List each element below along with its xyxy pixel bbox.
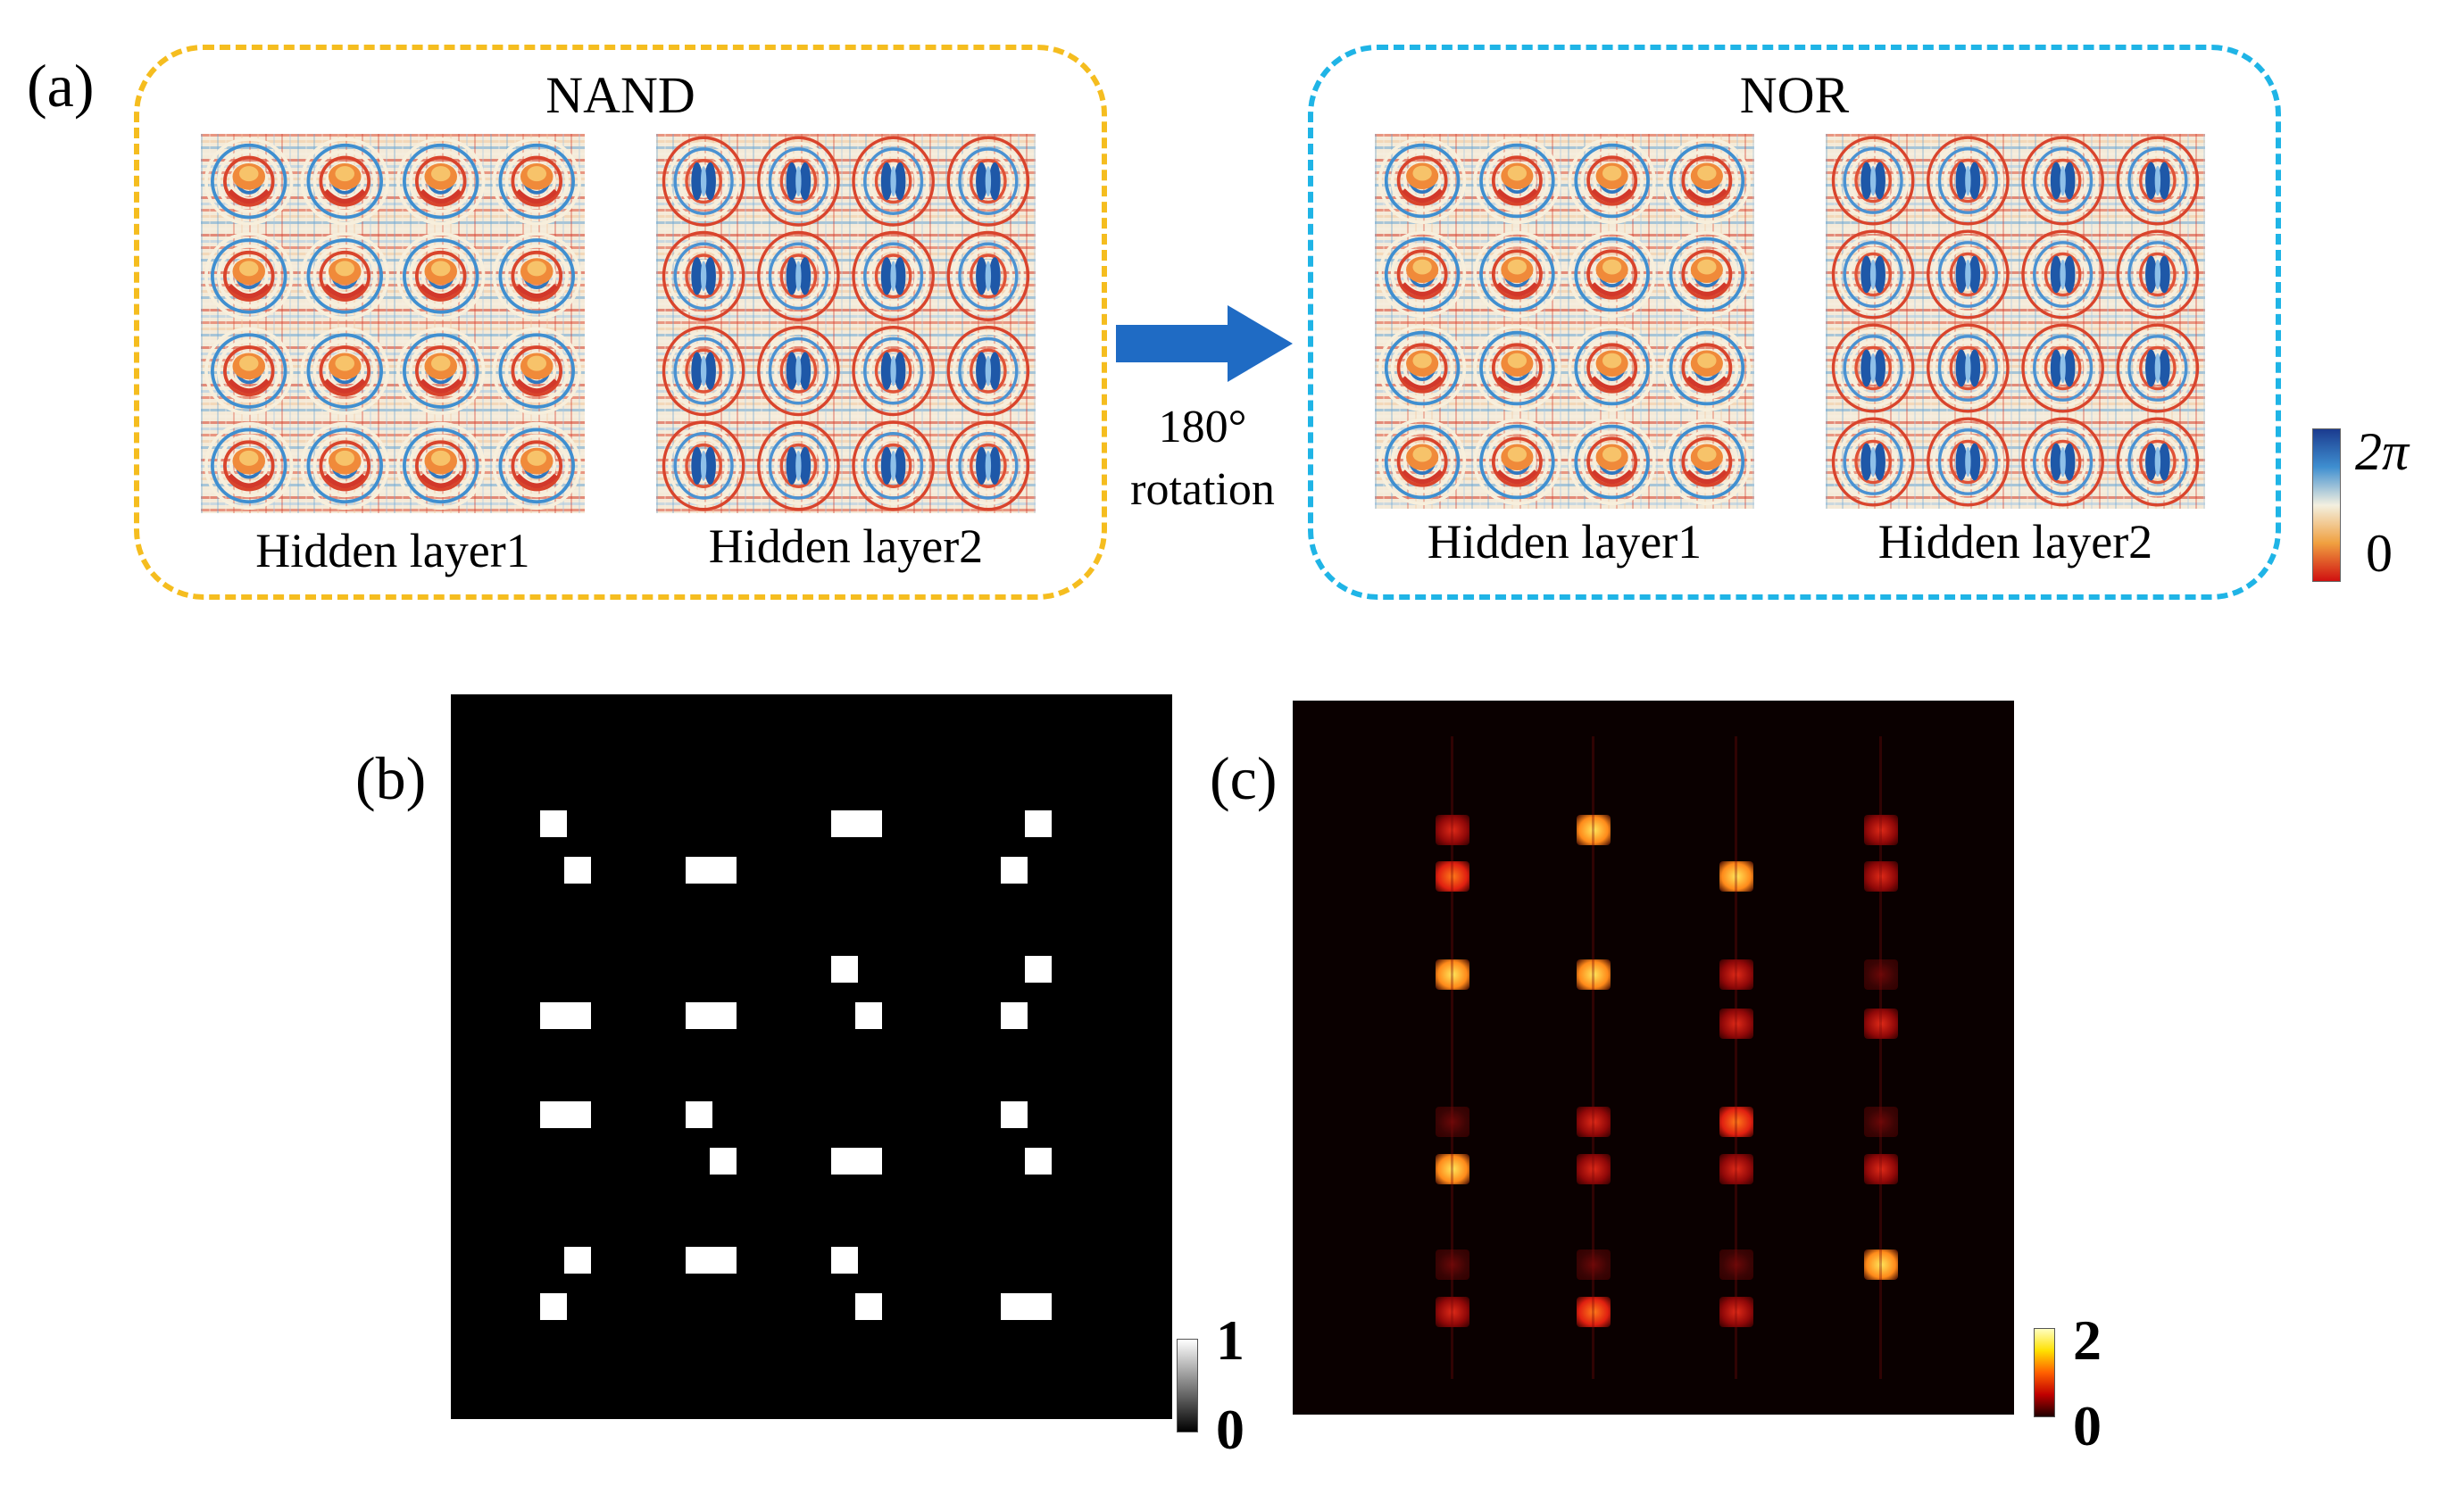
output-intensity-spot bbox=[1719, 1249, 1753, 1280]
crosstalk-streak bbox=[1451, 736, 1453, 1379]
output-intensity-spot bbox=[1436, 1297, 1469, 1327]
nor-hidden-layer2-caption: Hidden layer2 bbox=[1877, 515, 2153, 569]
nor-hidden-layer2-phase-map bbox=[1826, 134, 2205, 509]
target-cell bbox=[1024, 1148, 1052, 1175]
target-cell bbox=[563, 1002, 591, 1029]
output-intensity-spot bbox=[1577, 1249, 1611, 1280]
output-intensity-spot bbox=[1719, 1107, 1753, 1137]
phase-colorbar-max-label: 2π bbox=[2355, 422, 2410, 481]
output-intensity-panel bbox=[1293, 701, 2014, 1415]
nand-hidden-layer1-caption: Hidden layer1 bbox=[255, 524, 530, 577]
target-cell bbox=[854, 810, 882, 837]
output-intensity-spot bbox=[1577, 1154, 1611, 1184]
target-cell bbox=[540, 810, 567, 837]
target-cell bbox=[1001, 857, 1028, 884]
target-cell bbox=[540, 1002, 567, 1029]
panel-b-label: (b) bbox=[355, 744, 427, 812]
target-cell bbox=[686, 1101, 713, 1128]
output-intensity-spot bbox=[1719, 1297, 1753, 1327]
output-intensity-spot bbox=[1719, 1009, 1753, 1039]
nand-hidden-layer1-phase-map bbox=[201, 134, 585, 513]
target-cell bbox=[563, 1101, 591, 1128]
intensity-colorbar-max-label: 2 bbox=[2073, 1308, 2102, 1372]
phase-colorbar-min-label: 0 bbox=[2366, 524, 2393, 583]
target-cell bbox=[709, 1148, 737, 1175]
output-intensity-spot bbox=[1864, 861, 1898, 892]
target-cell bbox=[709, 857, 737, 884]
target-cell bbox=[540, 1293, 567, 1320]
target-cell bbox=[854, 1293, 882, 1320]
nor-group-box bbox=[1308, 45, 2281, 600]
target-cell bbox=[854, 1002, 882, 1029]
target-cell bbox=[1001, 1293, 1028, 1320]
crosstalk-streak bbox=[1879, 736, 1882, 1379]
output-intensity-spot bbox=[1864, 1154, 1898, 1184]
target-cell bbox=[563, 1247, 591, 1274]
crosstalk-streak bbox=[1735, 736, 1737, 1379]
rotation-arrow bbox=[1116, 305, 1294, 382]
output-intensity-spot bbox=[1864, 1249, 1898, 1280]
target-cell bbox=[1001, 1002, 1028, 1029]
target-colorbar-max-label: 1 bbox=[1216, 1308, 1244, 1372]
output-intensity-spot bbox=[1719, 959, 1753, 990]
intensity-colorbar bbox=[2034, 1328, 2055, 1417]
target-cell bbox=[1024, 1293, 1052, 1320]
output-intensity-spot bbox=[1436, 1107, 1469, 1137]
output-intensity-spot bbox=[1864, 815, 1898, 845]
output-intensity-spot bbox=[1436, 1249, 1469, 1280]
panel-a-label: (a) bbox=[27, 52, 95, 120]
output-intensity-spot bbox=[1436, 861, 1469, 892]
output-intensity-spot bbox=[1436, 815, 1469, 845]
target-cell bbox=[563, 857, 591, 884]
crosstalk-streak bbox=[1592, 736, 1594, 1379]
target-cell bbox=[686, 1002, 713, 1029]
target-colorbar-min-label: 0 bbox=[1216, 1398, 1244, 1461]
target-cell bbox=[1024, 956, 1052, 983]
intensity-colorbar-min-label: 0 bbox=[2073, 1394, 2102, 1457]
nor-hidden-layer1-phase-map bbox=[1375, 134, 1754, 509]
nand-title: NAND bbox=[545, 66, 695, 124]
output-intensity-spot bbox=[1577, 1107, 1611, 1137]
rotation-label-angle: 180° bbox=[1158, 402, 1247, 452]
target-cell bbox=[831, 1247, 859, 1274]
target-cell bbox=[831, 810, 859, 837]
output-intensity-spot bbox=[1577, 1297, 1611, 1327]
target-cell bbox=[831, 956, 859, 983]
nand-group-box bbox=[134, 45, 1107, 600]
output-intensity-spot bbox=[1436, 1154, 1469, 1184]
panel-c-label: (c) bbox=[1210, 744, 1278, 812]
output-intensity-spot bbox=[1436, 959, 1469, 990]
rotation-label-text: rotation bbox=[1130, 464, 1275, 515]
output-intensity-spot bbox=[1864, 959, 1898, 990]
output-intensity-spot bbox=[1719, 861, 1753, 892]
output-intensity-spot bbox=[1577, 815, 1611, 845]
nand-hidden-layer2-phase-map bbox=[656, 134, 1036, 513]
output-intensity-spot bbox=[1577, 959, 1611, 990]
target-cell bbox=[540, 1101, 567, 1128]
target-cell bbox=[1001, 1101, 1028, 1128]
nor-title: NOR bbox=[1739, 66, 1850, 124]
target-cell bbox=[686, 1247, 713, 1274]
output-intensity-spot bbox=[1719, 1154, 1753, 1184]
nand-hidden-layer2-caption: Hidden layer2 bbox=[708, 519, 984, 573]
target-cell bbox=[854, 1148, 882, 1175]
target-cell bbox=[686, 857, 713, 884]
target-cell bbox=[709, 1247, 737, 1274]
output-intensity-spot bbox=[1864, 1107, 1898, 1137]
output-intensity-spot bbox=[1864, 1009, 1898, 1039]
target-pattern-panel bbox=[451, 694, 1172, 1419]
nor-hidden-layer1-caption: Hidden layer1 bbox=[1427, 515, 1702, 569]
phase-colorbar bbox=[2312, 428, 2341, 582]
target-cell bbox=[709, 1002, 737, 1029]
target-cell bbox=[831, 1148, 859, 1175]
target-colorbar bbox=[1177, 1339, 1198, 1432]
target-cell bbox=[1024, 810, 1052, 837]
